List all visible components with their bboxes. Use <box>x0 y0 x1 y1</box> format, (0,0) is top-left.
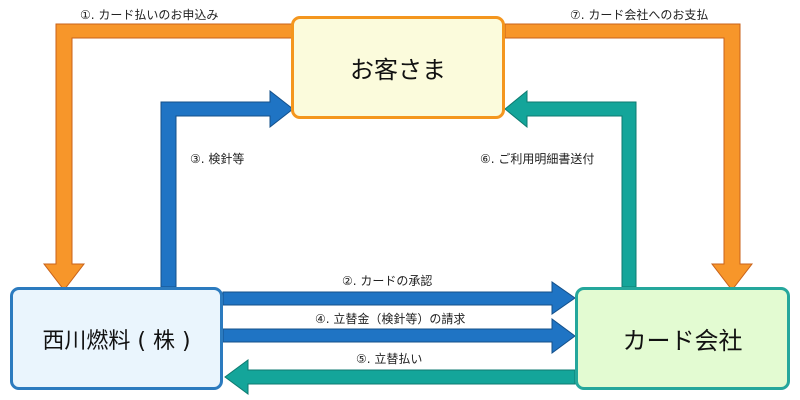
flow-label-step2: ②. カードの承認 <box>342 274 433 288</box>
node-card-company-label: カード会社 <box>622 327 743 355</box>
arrow-step4 <box>222 318 576 354</box>
arrow-step3 <box>160 89 294 288</box>
node-customer-label: お客さま <box>350 56 446 84</box>
flow-label-step4: ④. 立替金（検針等）の請求 <box>315 312 466 326</box>
arrow-step7 <box>504 23 754 291</box>
flow-label-step1: ①. カード払いのお申込み <box>80 8 219 22</box>
arrow-step6 <box>504 89 637 288</box>
node-card-company: カード会社 <box>575 287 790 390</box>
flow-label-step5: ⑤. 立替払い <box>356 352 423 366</box>
node-supplier: 西川燃料 ( 株 ) <box>10 287 223 390</box>
node-customer: お客さま <box>291 16 505 119</box>
arrow-step1 <box>42 23 294 291</box>
flow-label-step6: ⑥. ご利用明細書送付 <box>480 152 595 166</box>
flow-label-step3: ③. 検針等 <box>190 152 245 166</box>
arrow-step5 <box>224 359 576 395</box>
flow-label-step7: ⑦. カード会社へのお支払 <box>570 8 709 22</box>
node-supplier-label: 西川燃料 ( 株 ) <box>42 328 191 354</box>
arrow-step2 <box>222 281 576 315</box>
